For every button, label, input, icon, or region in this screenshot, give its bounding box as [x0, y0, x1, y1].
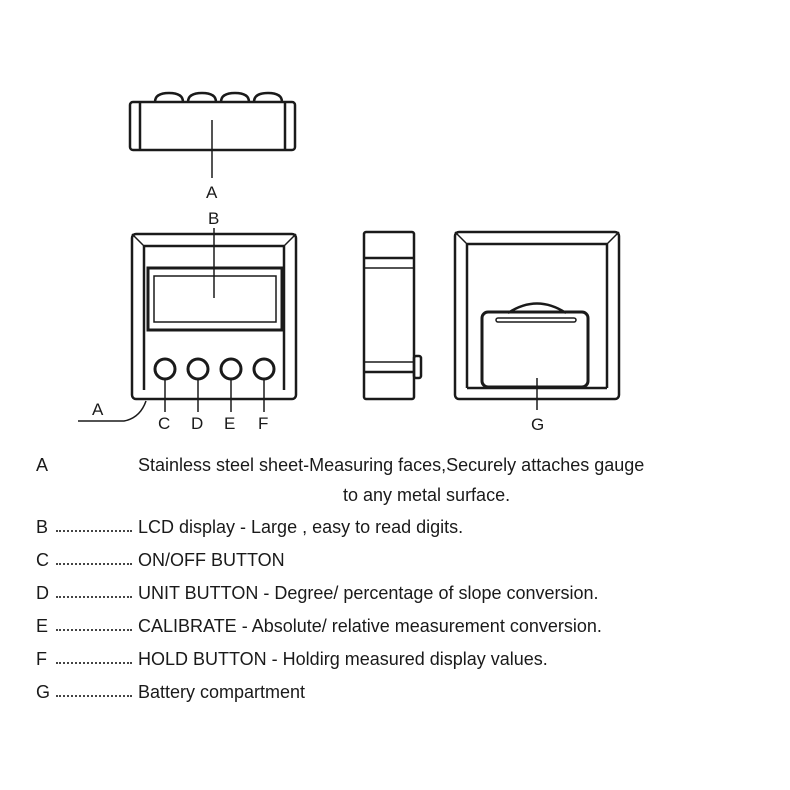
- callout-c: C: [158, 414, 170, 433]
- legend-key: C: [36, 550, 49, 570]
- legend-key: A: [36, 455, 49, 475]
- hold-button: [252, 357, 276, 381]
- top-button-bump: [219, 91, 251, 103]
- legend-key: G: [36, 682, 51, 702]
- legend-row-a: A Stainless steel sheet-Measuring faces,…: [0, 454, 790, 510]
- callout-top-a: A: [206, 183, 218, 202]
- top-button-bump: [252, 91, 284, 103]
- legend-key: F: [36, 649, 47, 669]
- calibrate-button: [219, 357, 243, 381]
- legend-description-cont: to any metal surface.: [343, 485, 511, 505]
- battery-cover-tab: [507, 302, 567, 315]
- legend-description: CALIBRATE - Absolute/ relative measureme…: [138, 616, 602, 636]
- lcd-display: [146, 266, 284, 332]
- leader-line-front-a: [78, 400, 147, 422]
- legend-description: Stainless steel sheet-Measuring faces,Se…: [138, 455, 645, 475]
- on-off-button: [153, 357, 177, 381]
- callout-g: G: [531, 415, 544, 434]
- leader-dots: [56, 596, 132, 598]
- callout-f: F: [258, 414, 268, 433]
- callout-b: B: [208, 209, 219, 228]
- legend-description: ON/OFF BUTTON: [138, 550, 285, 570]
- callout-e: E: [224, 414, 235, 433]
- legend-description: HOLD BUTTON - Holdirg measured display v…: [138, 649, 548, 669]
- callout-d: D: [191, 414, 203, 433]
- leader-dots: [56, 563, 132, 565]
- legend-key: E: [36, 616, 49, 636]
- leader-dots: [56, 662, 132, 664]
- side-knob: [412, 354, 423, 380]
- front-view: [78, 228, 298, 422]
- legend-description: Battery compartment: [138, 682, 306, 702]
- legend-key: D: [36, 583, 49, 603]
- battery-compartment: [480, 310, 590, 389]
- unit-button: [186, 357, 210, 381]
- side-view: [362, 230, 423, 401]
- legend-key: B: [36, 517, 49, 537]
- back-view: [453, 230, 621, 410]
- top-button-bump: [186, 91, 218, 103]
- leader-dots: [56, 695, 132, 697]
- leader-dots: [56, 530, 132, 532]
- device-technical-drawing: A B A C D E F G: [78, 91, 621, 434]
- legend-description: UNIT BUTTON - Degree/ percentage of slop…: [138, 583, 599, 603]
- top-button-bump: [153, 91, 185, 103]
- legend-description: LCD display - Large , easy to read digit…: [138, 517, 464, 537]
- callout-front-a: A: [92, 400, 104, 419]
- top-view: [128, 91, 297, 178]
- leader-dots: [56, 629, 132, 631]
